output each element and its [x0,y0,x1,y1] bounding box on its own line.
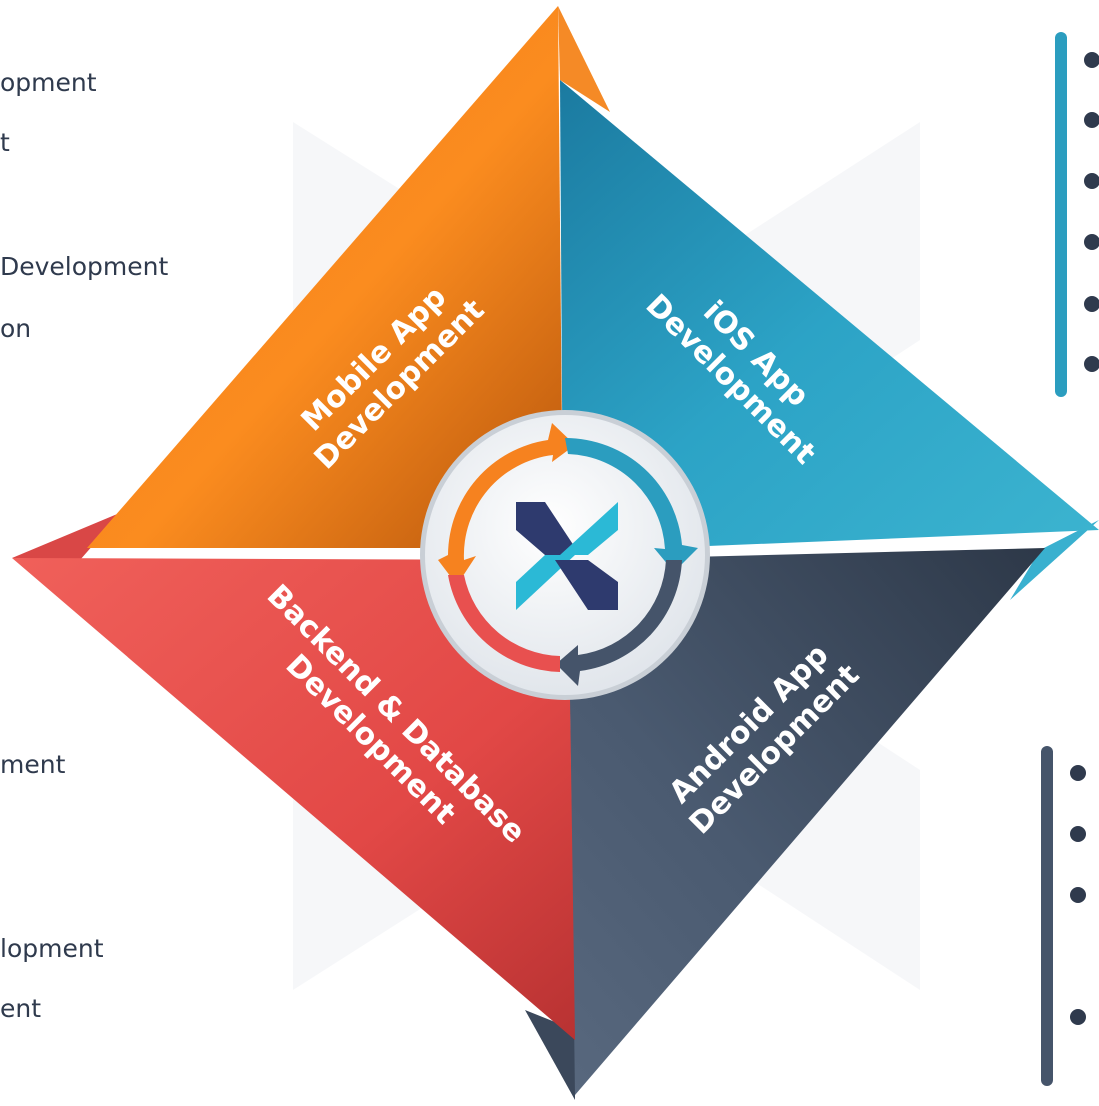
quadrant-mobile [87,6,563,548]
left-bottom-item-3: ent [0,994,42,1023]
ring-segment-red [448,575,560,672]
ring-segment-orange [438,423,575,585]
right-bottom-bullet-4 [1070,1009,1086,1025]
right-top-bullet-4 [1084,234,1099,250]
right-bottom-bullet-3 [1070,887,1086,903]
left-bottom-item-2: lopment [0,934,104,963]
right-top-bullet-5 [1084,296,1099,312]
ring-segment-dark [556,560,682,686]
right-top-bullet-6 [1084,356,1099,372]
quadrant-backend [12,558,575,1040]
right-top-bullet-2 [1084,112,1099,128]
left-top-item-4: on [0,314,32,343]
right-top-accent-bar [1055,32,1067,397]
right-top-bullet-1 [1084,52,1099,68]
left-bottom-item-1: ment [0,750,66,779]
left-top-item-1: opment [0,68,97,97]
quadrant-ios [560,80,1099,552]
red-fold-tip [12,512,122,560]
quadrant-android [568,548,1045,1095]
ring-segment-blue [565,437,698,572]
dark-fold-tip [525,1010,575,1100]
left-top-item-3: Development [0,252,169,281]
company-logo [516,502,618,610]
right-top-bullet-3 [1084,173,1099,189]
orange-fold-tip [558,6,610,112]
left-top-item-2: t [0,128,10,157]
right-bottom-accent-bar [1041,746,1053,1086]
right-bottom-bullet-2 [1070,826,1086,842]
right-bottom-bullet-1 [1070,765,1086,781]
center-logo-badge [420,410,710,700]
blue-fold-tip [1010,520,1099,600]
